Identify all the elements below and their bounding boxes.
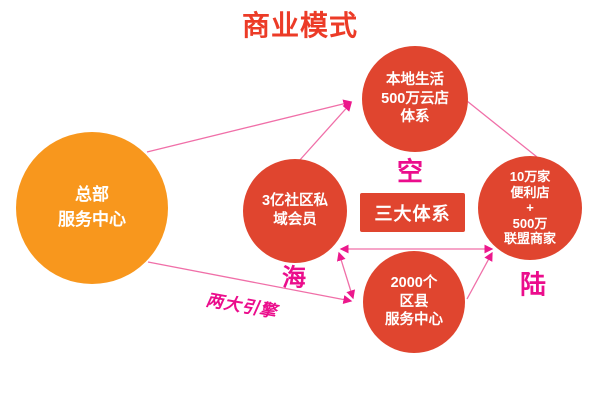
node-county-label: 2000个 区县 服务中心: [385, 274, 443, 329]
node-hq-label: 总部 服务中心: [58, 185, 126, 229]
center-box-label: 三大体系: [374, 203, 451, 224]
page-title: 商业模式: [241, 10, 358, 41]
line-local-to-alliance: [466, 100, 538, 158]
node-community-label: 3亿社区私 域会员: [261, 193, 329, 228]
node-alliance-circle: 10万家 便利店 + 500万 联盟商家: [478, 156, 582, 260]
node-county-circle: 2000个 区县 服务中心: [363, 251, 465, 353]
arrow-county-to-alliance: [466, 251, 493, 300]
tag-land: 陆: [519, 269, 547, 300]
node-local-life-label: 本地生活 500万云店 体系: [381, 71, 449, 126]
node-hq-circle: 总部 服务中心: [16, 132, 168, 284]
arrow-community-county: [336, 251, 356, 300]
arrow-hq-to-county: [147, 261, 353, 304]
arrow-community-to-local: [298, 101, 352, 162]
center-box: 三大体系: [360, 193, 465, 232]
node-alliance-label: 10万家 便利店 + 500万 联盟商家: [503, 169, 556, 247]
node-local-life-circle: 本地生活 500万云店 体系: [362, 46, 468, 152]
node-community-circle: 3亿社区私 域会员: [243, 159, 347, 263]
tag-sea: 海: [282, 264, 306, 292]
arrow-hq-to-local: [146, 99, 353, 153]
tag-sky: 空: [396, 156, 424, 187]
